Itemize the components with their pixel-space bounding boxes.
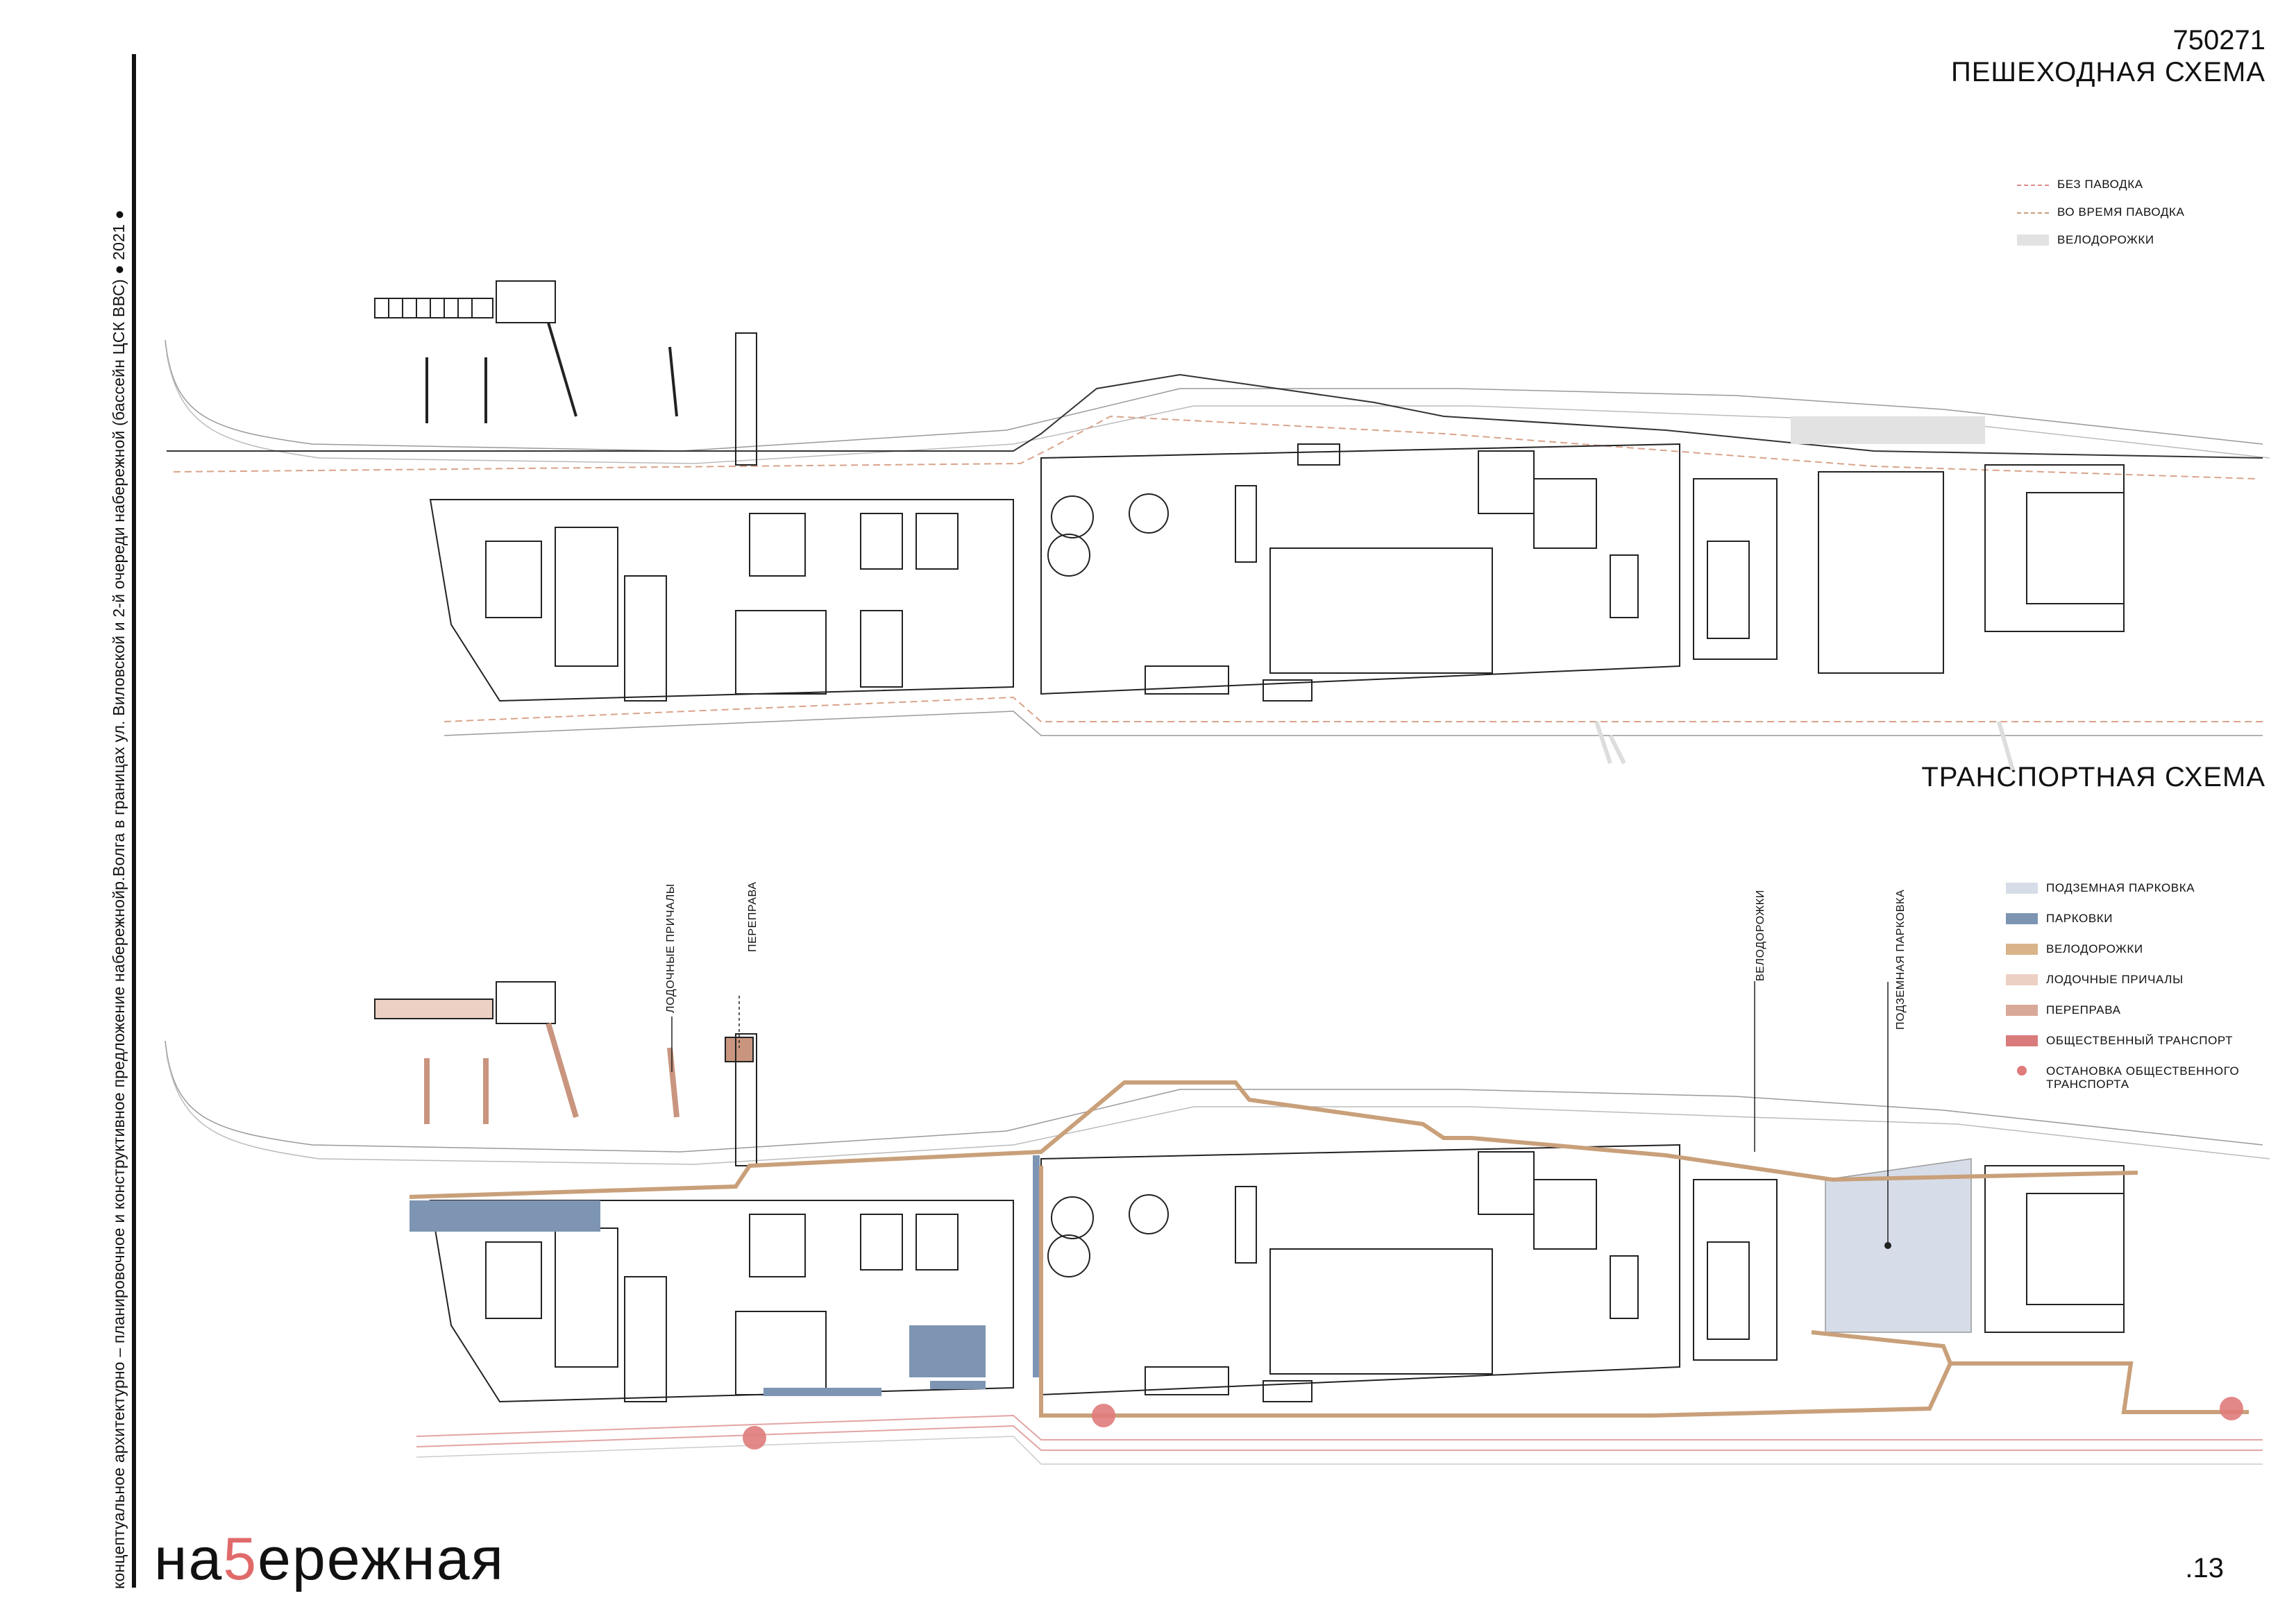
legend-label: ВЕЛОДОРОЖКИ — [2046, 942, 2143, 955]
legend-swatch — [2017, 185, 2049, 186]
title-pedestrian-scheme: ПЕШЕХОДНАЯ СХЕМА — [1950, 57, 2265, 87]
legend-swatch — [2006, 1005, 2038, 1016]
legend-swatch — [2017, 1066, 2027, 1076]
legend-label: БЕЗ ПАВОДКА — [2057, 178, 2143, 191]
legend-swatch — [2017, 212, 2049, 214]
legend-swatch — [2006, 883, 2038, 894]
legend-swatch — [2006, 974, 2038, 985]
legend-label: ОСТАНОВКА ОБЩЕСТВЕННОГО ТРАНСПОРТА — [2046, 1064, 2240, 1091]
brand-logo: на5ережная — [154, 1525, 505, 1594]
pedestrian-map — [164, 280, 2270, 771]
legend-pedestrian: БЕЗ ПАВОДКА ВО ВРЕМЯ ПАВОДКА ВЕЛОДОРОЖКИ — [2017, 178, 2281, 261]
legend-label: ПОДЗЕМНАЯ ПАРКОВКА — [2046, 881, 2195, 894]
legend-swatch — [2006, 1035, 2038, 1046]
brand-five: 5 — [223, 1526, 258, 1592]
sidebar-rule — [132, 54, 136, 1588]
legend-label: ВЕЛОДОРОЖКИ — [2057, 233, 2154, 246]
legend-swatch — [2006, 913, 2038, 924]
brand-part-a: на — [154, 1526, 223, 1592]
legend-swatch — [2006, 944, 2038, 955]
legend-transport: ПОДЗЕМНАЯ ПАРКОВКА ПАРКОВКИ ВЕЛОДОРОЖКИ ЛОД… — [2006, 881, 2284, 1096]
legend-label: ВО ВРЕМЯ ПАВОДКА — [2057, 205, 2185, 219]
legend-swatch — [2017, 235, 2049, 246]
legend-label: ОБЩЕСТВЕННЫЙ ТРАНСПОРТ — [2046, 1034, 2234, 1047]
legend-label: ЛОДОЧНЫЕ ПРИЧАЛЫ — [2046, 973, 2184, 986]
page-number: .13 — [2185, 1553, 2224, 1583]
legend-label: ПЕРЕПРАВА — [2046, 1003, 2121, 1017]
legend-label: ПАРКОВКИ — [2046, 912, 2113, 925]
transport-map — [164, 981, 2270, 1465]
brand-part-b: ережная — [258, 1526, 505, 1592]
title-transport-scheme: ТРАНСПОРТНАЯ СХЕМА — [1921, 762, 2265, 792]
project-code: 750271 — [2172, 25, 2265, 56]
